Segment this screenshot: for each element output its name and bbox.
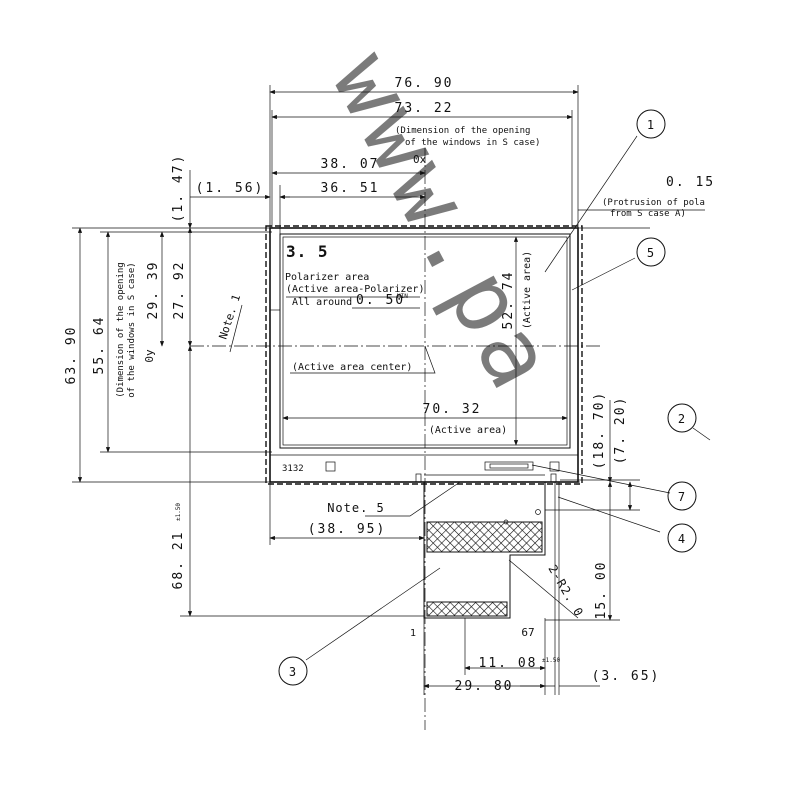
- dim-y-top-opening: 27. 92: [172, 261, 187, 320]
- center-lines: [190, 148, 600, 730]
- dim-overall-width: 76. 90: [395, 76, 454, 91]
- pin-67-label: 67: [521, 626, 534, 639]
- dim-left-offset: (1. 56): [196, 181, 265, 196]
- callout-4-label: 4: [678, 532, 686, 546]
- callout-5: 5: [636, 237, 666, 267]
- dim-opening-height: 55. 64: [92, 316, 107, 375]
- dim-fpc-pitch-tol: ±1.50: [542, 657, 560, 664]
- dim-fpc-pitch: 11. 08: [479, 656, 538, 671]
- dim-x-left-active: 36. 51: [321, 181, 380, 196]
- callout-1-label: 1: [647, 118, 655, 132]
- dim-fpc-length-tol: ±1.50: [175, 503, 182, 521]
- active-height-label: (Active area): [522, 251, 533, 329]
- active-width-label: (Active area): [429, 425, 507, 436]
- leader-lines: [229, 135, 711, 661]
- dim-3-65: (3. 65): [592, 669, 661, 684]
- callout-2-label: 2: [678, 412, 686, 426]
- dim-15-00: 15. 00: [594, 561, 609, 620]
- opening-note-line1: (Dimension of the opening: [395, 126, 530, 136]
- panel-size-label: 3. 5: [286, 242, 329, 261]
- dim-protrusion-value: 0. 15: [666, 175, 715, 190]
- polarizer-area-label: Polarizer area: [285, 272, 369, 283]
- all-around-min: MIN: [397, 293, 408, 300]
- dim-overall-height: 63. 90: [64, 326, 79, 385]
- part-code: 3132: [282, 464, 304, 474]
- origin-x-label: 0x: [413, 153, 427, 166]
- callout-5-label: 5: [647, 246, 655, 260]
- callout-3: 3: [278, 656, 308, 686]
- callout-7: 7: [667, 481, 697, 511]
- protrusion-note-line1: (Protrusion of pola: [602, 198, 705, 208]
- callout-3-label: 3: [289, 665, 297, 679]
- callout-2: 2: [667, 403, 697, 433]
- opening-height-note-line1: (Dimension of the opening: [116, 262, 126, 397]
- watermark: www.pa: [311, 35, 578, 410]
- dim-active-width: 70. 32: [423, 402, 482, 417]
- dimension-lines: [77, 89, 705, 689]
- dim-radius: 2-R2. 0: [545, 563, 586, 620]
- dim-top-offset: (1. 47): [171, 154, 186, 223]
- dim-fpc-length: 68. 21: [171, 531, 186, 590]
- dim-18-70: (18. 70): [592, 391, 607, 470]
- polarizer-area-sublabel: (Active area-Polarizer): [286, 284, 424, 295]
- origin-y-label: 0y: [143, 349, 156, 363]
- callout-4: 4: [667, 523, 697, 553]
- active-area-center-label: (Active area center): [292, 362, 412, 373]
- note-5-label: Note. 5: [327, 501, 385, 515]
- callout-7-label: 7: [678, 490, 686, 504]
- callout-1: 1: [636, 109, 666, 139]
- opening-height-note-line2: of the windows in S case): [127, 262, 137, 397]
- dim-active-height: 52. 74: [501, 271, 516, 330]
- all-around-label: All around: [292, 297, 352, 308]
- dim-y-top-active: 29. 39: [146, 261, 161, 320]
- dim-7-20: (7. 20): [613, 396, 628, 465]
- dim-fpc-offset: (38. 95): [308, 522, 387, 537]
- protrusion-note-line2: from S case A): [610, 209, 686, 219]
- opening-note-line2: of the windows in S case): [405, 138, 540, 148]
- dim-opening-width: 73. 22: [395, 101, 454, 116]
- dim-x-left-opening: 38. 07: [321, 157, 380, 172]
- dim-fpc-width: 29. 80: [455, 679, 514, 694]
- pin-1-label: 1: [410, 628, 416, 639]
- extension-lines: [72, 85, 650, 695]
